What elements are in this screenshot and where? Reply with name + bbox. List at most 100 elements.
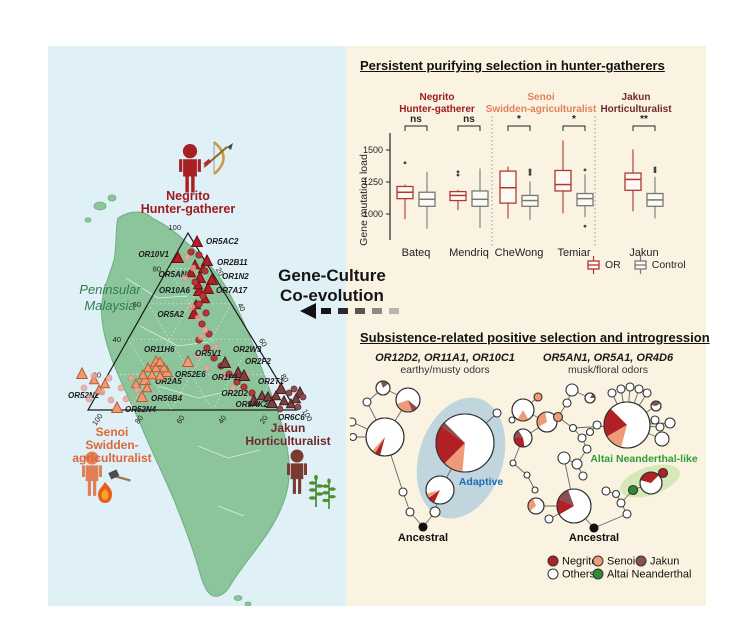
svg-text:OR2A5: OR2A5 [155, 377, 182, 386]
musk-genes: OR5AN1, OR5A1, OR4D6 [542, 352, 674, 364]
crop-plants-icon [308, 475, 337, 510]
svg-text:OR2D2: OR2D2 [221, 389, 248, 398]
svg-text:Mendriq: Mendriq [449, 247, 489, 259]
svg-text:100: 100 [168, 223, 181, 232]
svg-text:OR2F2: OR2F2 [245, 357, 271, 366]
svg-text:OR6C6: OR6C6 [278, 413, 305, 422]
legend-item-control: Control [633, 256, 686, 274]
svg-text:Ancestral: Ancestral [398, 532, 448, 544]
jakun-group-label: Jakun Horticulturalist [228, 422, 348, 448]
svg-text:*: * [517, 114, 521, 125]
svg-text:60: 60 [257, 337, 269, 349]
svg-text:OR5AN1: OR5AN1 [159, 270, 192, 279]
svg-text:**: ** [640, 114, 648, 125]
svg-text:80: 80 [153, 264, 161, 273]
svg-text:Negrito: Negrito [562, 556, 597, 568]
group-senoi-line1: Senoi [527, 92, 555, 103]
group-senoi-line2: Swidden-agriculturalist [485, 104, 597, 115]
svg-text:OR52N4: OR52N4 [125, 405, 157, 414]
svg-text:*: * [572, 114, 576, 125]
or-box-icon [587, 256, 600, 274]
svg-text:Bateq: Bateq [402, 247, 431, 259]
center-line1: Gene-Culture [278, 266, 386, 285]
region-label: Peninsular Malaysia [60, 282, 160, 314]
svg-text:60: 60 [133, 300, 141, 309]
svg-text:OR1P1: OR1P1 [212, 373, 239, 382]
jakun-line1: Jakun [270, 421, 306, 435]
y-axis-label: Gene mutation load [358, 154, 370, 246]
senoi-line2: Swidden-agriculturalist [72, 438, 152, 465]
svg-text:1500: 1500 [363, 145, 383, 155]
center-title: Gene-Culture Co-evolution [262, 266, 402, 306]
earthy-odors: earthy/musty odors [400, 364, 490, 376]
boxplot-group-jakun: Jakun Horticulturalist [581, 92, 691, 116]
svg-text:Temiar: Temiar [557, 247, 590, 259]
boxplot-group-negrito: Negrito Hunter-gatherer [377, 92, 497, 116]
svg-text:80: 80 [133, 414, 145, 426]
svg-text:40: 40 [113, 335, 121, 344]
malaysia-landmass [84, 194, 290, 606]
legend-control-label: Control [651, 259, 686, 271]
negrito-person-icon [179, 144, 201, 193]
svg-text:40: 40 [216, 414, 228, 426]
legend-item-or: OR [586, 256, 621, 274]
analysis-panel: Persistent purifying selection in hunter… [346, 46, 710, 606]
svg-text:OR5AC2: OR5AC2 [206, 237, 239, 246]
svg-text:Senoi: Senoi [607, 556, 635, 568]
region-line2: Malaysia [84, 298, 136, 313]
network-title: Subsistence-related positive selection a… [360, 330, 710, 345]
svg-text:ns: ns [463, 114, 475, 125]
bow-arrow-icon [203, 141, 233, 175]
svg-text:40: 40 [235, 301, 247, 313]
map-panel: 100806040202040608010010080604020OR5AC2O… [48, 46, 346, 606]
earthy-gene-group: OR12D2, OR11A1, OR10C1 earthy/musty odor… [360, 352, 530, 376]
group-jakun-line1: Jakun [621, 92, 651, 103]
svg-text:1000: 1000 [363, 209, 383, 219]
earthy-genes: OR12D2, OR11A1, OR10C1 [375, 352, 515, 364]
svg-text:1250: 1250 [363, 177, 383, 187]
svg-text:CheWong: CheWong [495, 247, 544, 259]
svg-text:Altai Neanderthal: Altai Neanderthal [607, 569, 691, 581]
senoi-group-label: Senoi Swidden-agriculturalist [48, 426, 176, 465]
svg-text:OR2W3: OR2W3 [233, 345, 262, 354]
svg-text:Altai Neanderthal-like: Altai Neanderthal-like [590, 453, 698, 465]
jakun-person-icon [287, 449, 307, 494]
svg-text:Jakun: Jakun [629, 247, 658, 259]
svg-text:OR52N2: OR52N2 [68, 391, 100, 400]
boxplot-legend: OR Control [586, 256, 686, 274]
svg-text:ns: ns [410, 114, 422, 125]
svg-text:OR56B4: OR56B4 [151, 394, 183, 403]
svg-text:OR52E6: OR52E6 [175, 370, 206, 379]
control-box-icon [634, 256, 647, 274]
svg-text:OR2T1: OR2T1 [258, 377, 284, 386]
svg-text:OR10A6: OR10A6 [159, 286, 191, 295]
svg-text:Jakun: Jakun [650, 556, 679, 568]
state-borders [125, 277, 261, 517]
peninsular-malaysia-map: 100806040202040608010010080604020OR5AC2O… [68, 141, 337, 606]
svg-text:20: 20 [214, 266, 226, 278]
negrito-group-label: Negrito Hunter-gatherer [118, 190, 258, 216]
senoi-line1: Senoi [95, 425, 129, 439]
svg-text:60: 60 [175, 414, 187, 426]
svg-text:OR5V1: OR5V1 [195, 349, 222, 358]
region-line1: Peninsular [79, 282, 141, 297]
group-negrito-line1: Negrito [419, 92, 455, 103]
svg-text:OR5A2: OR5A2 [157, 310, 184, 319]
svg-text:OR10V1: OR10V1 [138, 250, 169, 259]
svg-text:20: 20 [258, 414, 270, 426]
svg-text:OR7A17: OR7A17 [216, 286, 248, 295]
dashed-arrow-icon [300, 303, 399, 319]
center-line2: Co-evolution [280, 286, 384, 305]
svg-text:Others: Others [562, 569, 596, 581]
boxplot-group-senoi: Senoi Swidden-agriculturalist [466, 92, 616, 116]
group-jakun-line2: Horticulturalist [600, 104, 672, 115]
svg-text:OR2B11: OR2B11 [217, 258, 248, 267]
fire-icon [98, 482, 112, 503]
axe-icon [108, 469, 131, 482]
musk-gene-group: OR5AN1, OR5A1, OR4D6 musk/floral odors [523, 352, 693, 376]
svg-text:Ancestral: Ancestral [569, 532, 619, 544]
group-negrito-line2: Hunter-gatherer [399, 104, 475, 115]
